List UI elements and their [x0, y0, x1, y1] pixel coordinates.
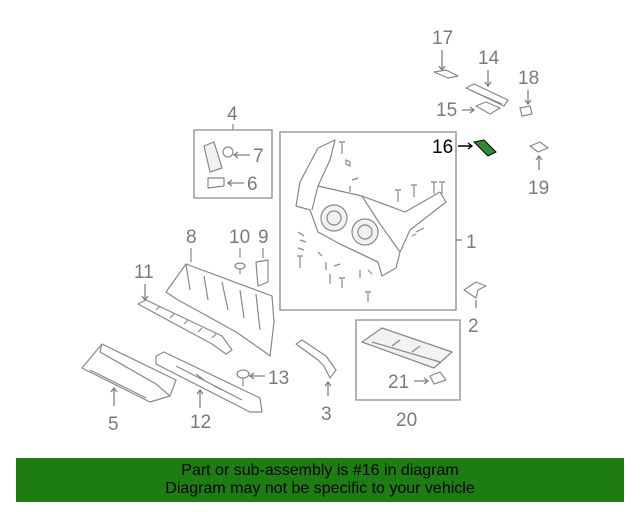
part-16-icon	[472, 139, 497, 157]
part-14-molding-icon	[465, 83, 509, 107]
label-20: 20	[396, 410, 417, 431]
label-11: 11	[134, 262, 154, 283]
label-15: 15	[436, 100, 457, 121]
part-18-clip[interactable]: 18	[518, 68, 539, 117]
label-17: 17	[432, 28, 453, 49]
part-1-radiator-support[interactable]: 1	[279, 131, 477, 311]
part-4-group[interactable]: 4 7 6	[193, 104, 273, 199]
notice-banner: Part or sub-assembly is #16 in diagram D…	[16, 458, 624, 502]
part-4-callout-box	[193, 129, 273, 199]
part-13-clip[interactable]: 13	[236, 368, 289, 389]
notice-line-1: Part or sub-assembly is #16 in diagram	[181, 462, 459, 479]
label-6: 6	[247, 174, 258, 195]
label-18: 18	[518, 68, 539, 89]
part-15-icon	[475, 101, 501, 115]
part-19-icon	[529, 141, 549, 153]
label-13: 13	[268, 368, 289, 389]
part-5-lower-shield[interactable]: 5	[81, 343, 177, 435]
part-20-undercover-icon	[361, 327, 453, 369]
label-19: 19	[528, 178, 549, 199]
fan-right-icon	[351, 218, 379, 246]
part-2-bracket[interactable]: 2	[463, 281, 487, 337]
part-20-group[interactable]: 21 20	[355, 319, 461, 431]
fan-left-icon	[320, 204, 348, 232]
part-7-clip-icon	[222, 146, 234, 158]
label-14: 14	[478, 48, 500, 69]
label-12: 12	[190, 412, 211, 433]
part-1-callout-box	[279, 131, 457, 311]
part-20-callout-box	[355, 319, 461, 401]
label-10: 10	[229, 227, 250, 248]
part-17-icon	[433, 69, 459, 79]
notice-line-2: Diagram may not be specific to your vehi…	[165, 480, 475, 497]
label-16: 16	[432, 137, 453, 158]
part-16-highlighted[interactable]: 16	[432, 137, 497, 158]
part-14-group[interactable]: 17 14 15	[432, 28, 509, 121]
part-3-bracket[interactable]: 3	[295, 339, 337, 425]
part-4-icon	[203, 141, 223, 173]
label-7: 7	[253, 146, 264, 167]
label-21: 21	[388, 372, 409, 393]
part-9-bracket[interactable]: 9	[255, 227, 269, 287]
label-3: 3	[321, 404, 332, 425]
part-19-clip[interactable]: 19	[528, 141, 549, 199]
part-10-bolt[interactable]: 10	[229, 227, 250, 274]
label-4: 4	[227, 104, 238, 125]
part-12-splash-shield[interactable]: 12	[155, 351, 263, 433]
part-21-icon	[429, 371, 447, 385]
part-8-air-deflector[interactable]: 8	[165, 227, 275, 357]
label-1: 1	[466, 232, 477, 253]
label-9: 9	[258, 227, 269, 248]
part-18-icon	[519, 105, 533, 117]
label-2: 2	[468, 316, 479, 337]
part-13-clip-icon	[236, 369, 250, 379]
label-8: 8	[186, 227, 197, 248]
part-11-seal-strip[interactable]: 11	[134, 262, 233, 355]
label-5: 5	[108, 414, 119, 435]
part-6-seal-icon	[207, 177, 225, 189]
